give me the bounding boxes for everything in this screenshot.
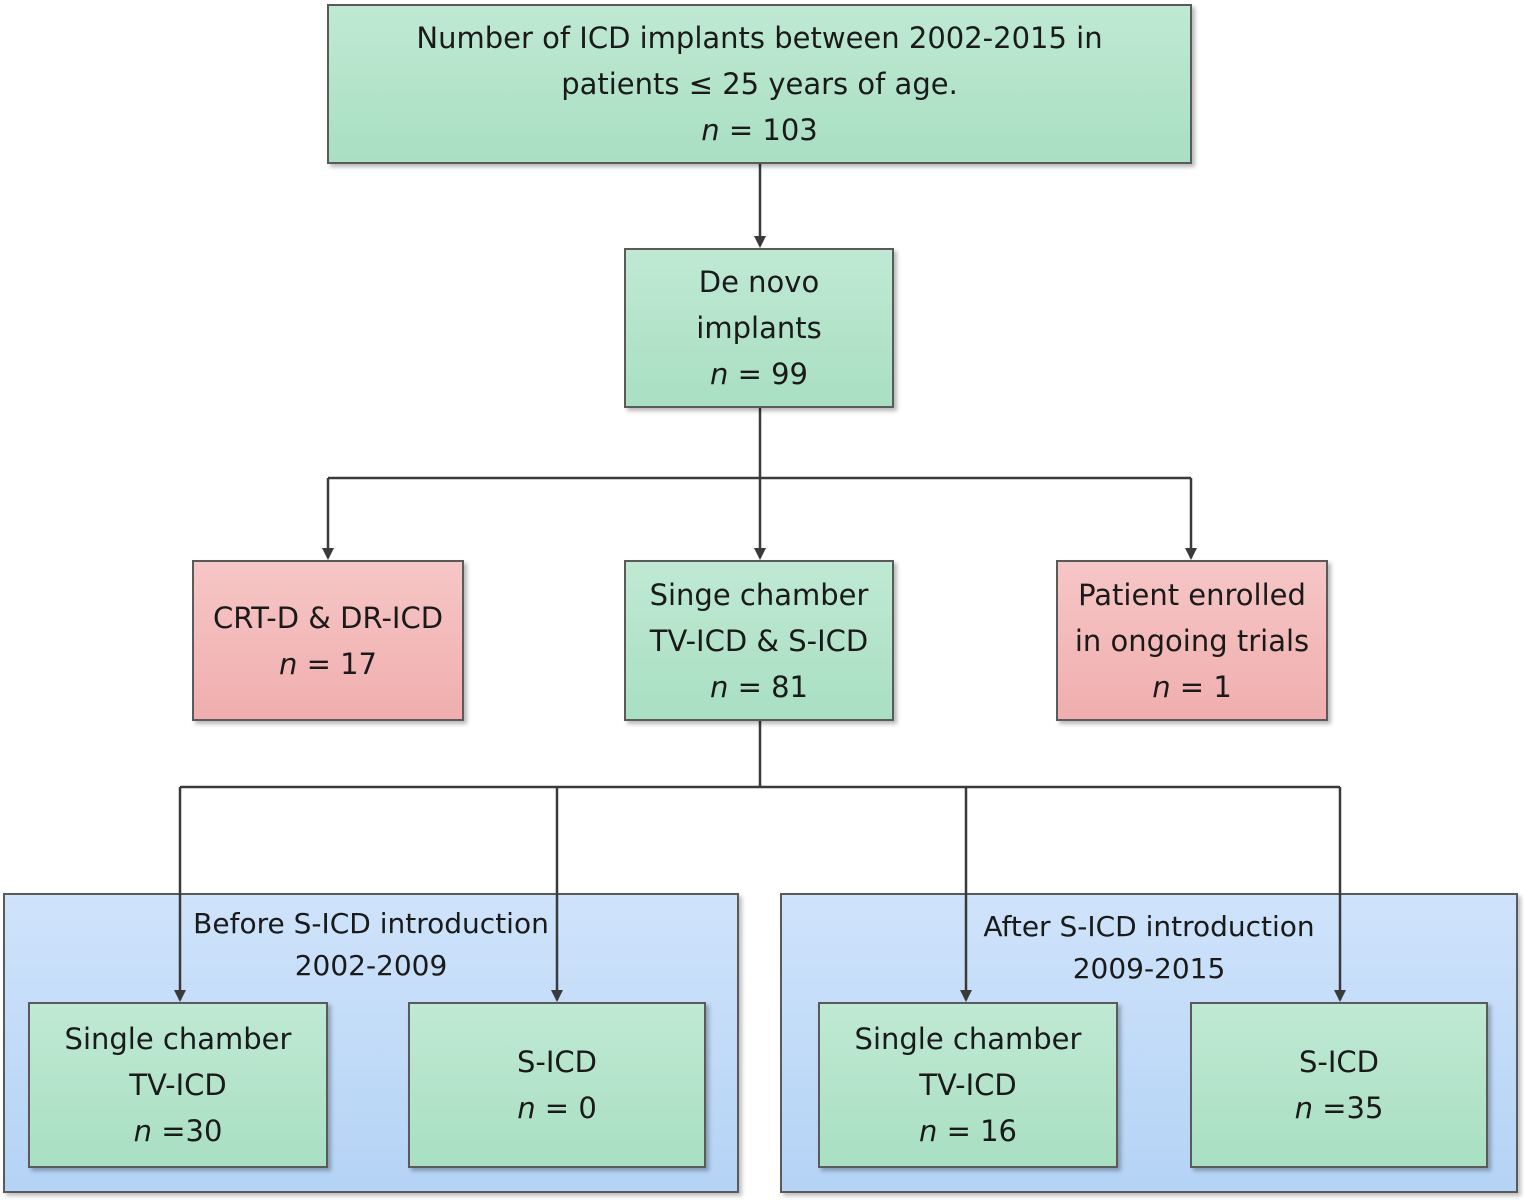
before-tv-icd-line1: Single chamber	[64, 1022, 292, 1056]
after-s-icd-box: S-ICD n =35	[1190, 1002, 1488, 1168]
crt-d-label: CRT-D & DR-ICD	[212, 600, 444, 635]
de-novo-box: De novo implants n = 99	[624, 248, 894, 408]
before-s-icd-years: 2002-2009	[294, 949, 448, 982]
after-s-icd-label: S-ICD	[1298, 1045, 1379, 1079]
after-tv-icd-line2: TV-ICD	[919, 1068, 1017, 1102]
before-tv-icd-box: Single chamber TV-ICD n =30	[28, 1002, 328, 1168]
ongoing-trials-count: n = 1	[1152, 669, 1232, 704]
de-novo-line2: implants	[696, 311, 822, 345]
after-tv-icd-box: Single chamber TV-ICD n = 16	[818, 1002, 1118, 1168]
after-s-icd-group-title: After S-ICD introduction 2009-2015	[780, 906, 1518, 990]
ongoing-trials-box: Patient enrolled in ongoing trials n = 1	[1056, 560, 1328, 721]
after-tv-icd-count: n = 16	[918, 1114, 1018, 1148]
before-tv-icd-line2: TV-ICD	[129, 1068, 227, 1102]
total-implants-line1: Number of ICD implants between 2002-2015…	[416, 21, 1103, 55]
total-implants-box: Number of ICD implants between 2002-2015…	[327, 4, 1192, 164]
before-s-icd-label: S-ICD	[516, 1045, 597, 1079]
total-implants-count: n = 103	[701, 113, 818, 147]
de-novo-count: n = 99	[709, 357, 809, 391]
de-novo-line1: De novo	[698, 265, 820, 299]
ongoing-trials-line1: Patient enrolled	[1078, 577, 1306, 612]
before-s-icd-box: S-ICD n = 0	[408, 1002, 706, 1168]
total-implants-line2: patients ≤ 25 years of age.	[561, 67, 958, 101]
after-tv-icd-line1: Single chamber	[854, 1022, 1082, 1056]
after-s-icd-years: 2009-2015	[1072, 952, 1226, 985]
before-s-icd-count: n = 0	[517, 1091, 597, 1125]
ongoing-trials-line2: in ongoing trials	[1074, 623, 1310, 658]
single-chamber-count: n = 81	[709, 669, 809, 704]
after-s-icd-title: After S-ICD introduction	[983, 910, 1315, 943]
before-s-icd-group-title: Before S-ICD introduction 2002-2009	[3, 903, 739, 987]
before-tv-icd-count: n =30	[133, 1114, 223, 1148]
crt-d-count: n = 17	[278, 646, 378, 681]
crt-d-dr-icd-box: CRT-D & DR-ICD n = 17	[192, 560, 464, 721]
after-s-icd-count: n =35	[1294, 1091, 1384, 1125]
single-chamber-line2: TV-ICD & S-ICD	[649, 623, 869, 658]
single-chamber-line1: Singe chamber	[649, 577, 869, 612]
single-chamber-box: Singe chamber TV-ICD & S-ICD n = 81	[624, 560, 894, 721]
before-s-icd-title: Before S-ICD introduction	[193, 907, 549, 940]
